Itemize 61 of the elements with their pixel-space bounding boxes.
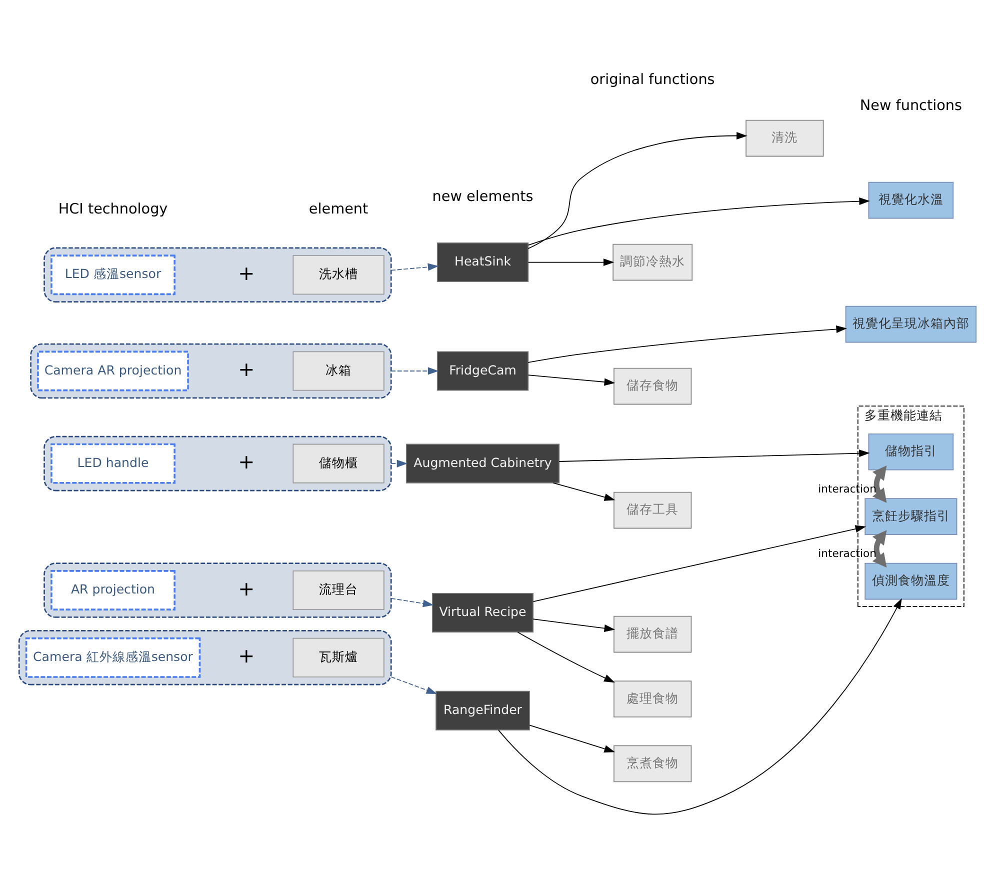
label: + <box>238 577 255 600</box>
label: original functions <box>590 72 715 88</box>
node-box: FridgeCam <box>436 351 529 391</box>
label: + <box>238 358 255 382</box>
arrow <box>872 530 887 568</box>
node-box: LED 感溫sensor <box>50 254 176 296</box>
arrow <box>532 618 616 632</box>
node-box: 冰箱 <box>292 351 384 391</box>
node-box: 儲存工具 <box>614 492 692 529</box>
arrow <box>872 466 887 503</box>
node-box: 調節冷熱水 <box>612 244 693 281</box>
arrow <box>552 482 616 501</box>
cluster <box>44 562 392 618</box>
cluster <box>44 436 392 492</box>
node-box: 處理食物 <box>614 680 692 718</box>
node-box: 儲物櫃 <box>292 444 384 484</box>
node-box: 儲存食物 <box>614 368 692 405</box>
arrow <box>390 676 438 694</box>
node-box: Camera 紅外線感溫sensor <box>25 637 201 678</box>
node-box: 流理台 <box>292 570 384 610</box>
arrow <box>528 325 848 363</box>
arrow <box>558 450 870 462</box>
arrow <box>390 598 434 608</box>
node-box: AR projection <box>50 570 176 610</box>
node-box: Virtual Recipe <box>432 592 534 632</box>
label: + <box>238 450 255 474</box>
node-box: 視覺化水溫 <box>868 182 954 219</box>
node-box: 清洗 <box>746 120 824 157</box>
node-box: 擺放食譜 <box>614 616 692 653</box>
node-box: 儲物指引 <box>868 433 954 470</box>
node-box: 烹飪步驟指引 <box>864 498 958 535</box>
label: new elements <box>432 188 534 205</box>
cluster <box>30 343 392 399</box>
node-box: 視覺化呈現冰箱內部 <box>845 306 977 343</box>
arrow <box>528 374 616 386</box>
node-box: RangeFinder <box>436 690 530 730</box>
node-box: Augmented Cabinetry <box>406 444 560 484</box>
arrow <box>390 367 439 375</box>
arrow <box>528 198 870 246</box>
node-box: 偵測食物溫度 <box>864 562 958 600</box>
node-box: 烹煮食物 <box>614 745 692 782</box>
label: + <box>238 644 255 668</box>
label: New functions <box>860 98 962 114</box>
arrow <box>528 132 748 249</box>
node-box: HeatSink <box>436 242 529 282</box>
node-box: 瓦斯爐 <box>292 638 384 678</box>
cluster <box>18 630 392 686</box>
node-box: LED handle <box>50 443 176 484</box>
arrow <box>532 525 866 602</box>
arrow <box>528 258 614 266</box>
label: element <box>308 202 368 218</box>
label: + <box>238 262 255 285</box>
arrow <box>498 598 902 815</box>
cluster <box>44 247 392 302</box>
arrow <box>390 263 439 271</box>
node-box: Camera AR projection <box>37 350 189 392</box>
arrow <box>390 460 408 468</box>
node-box: 洗水槽 <box>292 255 384 295</box>
arrow <box>529 724 616 752</box>
label: HCI technology <box>58 202 168 218</box>
arrow <box>517 632 615 683</box>
